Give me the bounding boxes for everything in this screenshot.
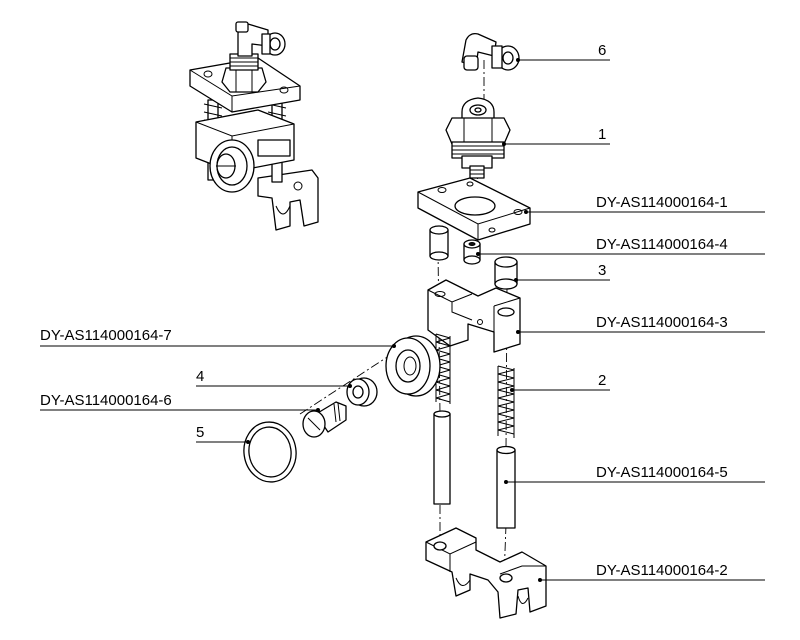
- callout-part-dy3: DY-AS114000164-3: [516, 314, 765, 334]
- callout-part-dy4: DY-AS114000164-4: [476, 236, 765, 256]
- callout-part-dy6: DY-AS114000164-6: [40, 392, 320, 412]
- part-2-spring: [497, 365, 515, 438]
- part-rod-left: [433, 410, 451, 505]
- callout-part-dy1: DY-AS114000164-1: [524, 194, 765, 214]
- callouts: 6 1 DY-AS114000164-1 DY-AS114000164-4 3 …: [40, 42, 765, 582]
- part-dy7-wheel: [385, 335, 441, 397]
- part-dy1-top-plate: [417, 177, 531, 241]
- label-part-dy4: DY-AS114000164-4: [596, 236, 728, 253]
- part-dy2-bottom-bracket: [425, 527, 547, 619]
- part-6-elbow-fitting: [461, 32, 520, 71]
- callout-part-dy7: DY-AS114000164-7: [40, 327, 396, 348]
- assembled-side-wheel: [209, 139, 255, 193]
- label-part-dy7: DY-AS114000164-7: [40, 327, 172, 344]
- part-bushing-left: [429, 225, 449, 261]
- part-dy5-rod: [496, 445, 516, 529]
- label-part-4: 4: [196, 368, 204, 385]
- label-part-1: 1: [598, 126, 606, 143]
- part-dy4-bushing: [463, 239, 481, 265]
- label-part-dy2: DY-AS114000164-2: [596, 562, 728, 579]
- callout-part-4: 4: [196, 368, 352, 388]
- label-part-5: 5: [196, 424, 204, 441]
- callout-part-5: 5: [196, 424, 250, 444]
- callout-part-dy5: DY-AS114000164-5: [504, 464, 765, 484]
- part-3-bushing: [494, 256, 518, 290]
- label-part-2: 2: [598, 372, 606, 389]
- label-part-dy1: DY-AS114000164-1: [596, 194, 728, 211]
- callout-part-6: 6: [516, 42, 610, 62]
- assembled-view: [189, 21, 319, 231]
- label-part-6: 6: [598, 42, 606, 59]
- label-part-dy6: DY-AS114000164-6: [40, 392, 172, 409]
- callout-part-1: 1: [502, 126, 610, 146]
- part-dy6-screw: [302, 401, 347, 438]
- part-dy3-block: [427, 279, 521, 353]
- part-1-bulkhead-fitting: [445, 97, 511, 179]
- assembled-bottom-bracket: [257, 169, 319, 231]
- part-5-o-ring: [243, 421, 297, 483]
- assembled-elbow-fitting: [235, 21, 286, 57]
- part-4-washer: [346, 377, 378, 407]
- callout-part-2: 2: [510, 372, 610, 392]
- label-part-dy3: DY-AS114000164-3: [596, 314, 728, 331]
- callout-part-3: 3: [514, 262, 610, 282]
- callout-part-dy2: DY-AS114000164-2: [538, 562, 765, 582]
- label-part-3: 3: [598, 262, 606, 279]
- label-part-dy5: DY-AS114000164-5: [596, 464, 728, 481]
